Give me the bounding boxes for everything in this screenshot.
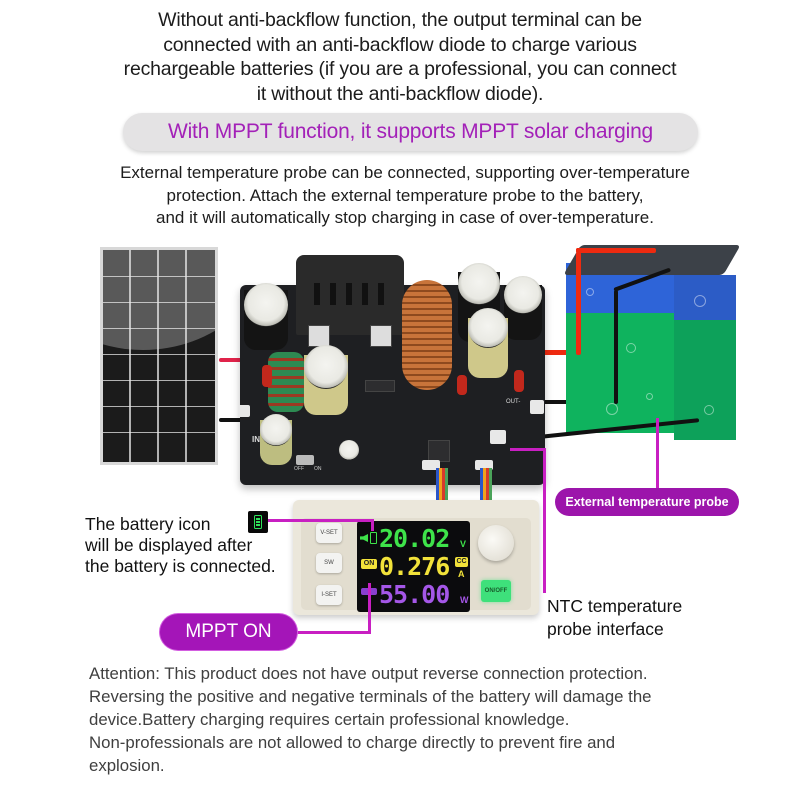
toroid-inductor xyxy=(268,352,304,412)
ribbon-cable xyxy=(480,468,492,508)
mppt-banner: With MPPT function, it supports MPPT sol… xyxy=(123,113,698,151)
mppt-callout-line xyxy=(297,631,371,634)
capacitor xyxy=(504,276,542,314)
ntc-callout-line xyxy=(543,448,546,593)
power-switch xyxy=(296,455,314,465)
microcontroller-chip xyxy=(428,440,450,462)
backflow-line: connected with an anti-backflow diode to… xyxy=(163,33,637,56)
mppt-callout-line xyxy=(368,583,371,633)
backflow-description: Without anti-backflow function, the outp… xyxy=(60,8,740,106)
capacitor xyxy=(260,414,292,446)
power-unit: W xyxy=(460,595,469,605)
panel-grid-line xyxy=(103,354,215,355)
battery-icon-callout-line xyxy=(268,519,372,522)
output-label: OUT- xyxy=(506,399,521,405)
power-row: 55.00 W xyxy=(357,581,470,609)
probe-description: External temperature probe can be connec… xyxy=(60,162,750,230)
v-set-button[interactable]: V-SET xyxy=(316,523,342,543)
probe-callout-line xyxy=(656,418,659,490)
current-value: 0.276 xyxy=(379,552,450,581)
positive-output-wire xyxy=(576,248,656,253)
backflow-line: Without anti-backflow function, the outp… xyxy=(158,9,642,31)
panel-grid-line xyxy=(185,250,187,462)
panel-grid-line xyxy=(103,380,215,381)
inductor-coil xyxy=(402,280,452,390)
voltage-unit: V xyxy=(460,539,467,549)
switch-on-label: ON xyxy=(314,466,322,472)
negative-output-wire xyxy=(614,290,618,404)
output-terminal xyxy=(530,400,544,414)
ribbon-connector xyxy=(422,460,440,470)
panel-grid-line xyxy=(103,432,215,433)
panel-grid-line xyxy=(103,302,215,303)
switch-off-label: OFF xyxy=(294,466,304,472)
input-label: IN xyxy=(252,435,260,444)
capacitor xyxy=(244,283,288,327)
lcd-display: 20.02 V ON 0.276 CC A 55.00 W xyxy=(357,521,470,612)
attention-warning: Attention: This product does not have ou… xyxy=(89,664,652,775)
backflow-line: rechargeable batteries (if you are a pro… xyxy=(123,58,677,80)
ntc-interface-label: NTC temperature probe interface xyxy=(547,596,683,639)
sw-button[interactable]: SW xyxy=(316,553,342,573)
battery-connected-icon xyxy=(370,532,377,544)
battery-icon-note: The battery icon will be displayed after… xyxy=(85,514,276,576)
panel-grid-line xyxy=(157,250,159,462)
cc-mode-badge: CC xyxy=(455,557,468,567)
mppt-on-label: MPPT ON xyxy=(160,614,297,650)
i-set-button[interactable]: I-SET xyxy=(316,585,342,605)
ribbon-connector xyxy=(475,460,493,470)
on-off-button[interactable]: ON/OFF xyxy=(481,580,511,602)
capacitor xyxy=(458,263,500,305)
mosfet xyxy=(370,325,392,347)
ntc-connector xyxy=(490,430,506,444)
panel-grid-line xyxy=(103,328,215,329)
panel-sheen xyxy=(103,250,215,350)
probe-line: protection. Attach the external temperat… xyxy=(166,185,644,205)
positive-output-wire xyxy=(540,350,580,355)
panel-grid-line xyxy=(129,250,131,462)
battery-side-face xyxy=(674,275,736,440)
input-terminal xyxy=(238,405,250,417)
capacitor xyxy=(304,345,348,389)
ntc-callout-line xyxy=(510,448,546,451)
voltage-row: 20.02 V xyxy=(357,525,470,553)
mosfet xyxy=(308,325,330,347)
panel-grid-line xyxy=(103,406,215,407)
speaker-icon xyxy=(360,534,368,542)
heatsink xyxy=(296,255,404,335)
adjustment-knob[interactable] xyxy=(478,525,514,561)
current-row: ON 0.276 CC A xyxy=(357,553,470,581)
capacitor xyxy=(339,440,359,460)
panel-grid-line xyxy=(103,276,215,277)
power-value: 55.00 xyxy=(379,580,450,609)
probe-line: External temperature probe can be connec… xyxy=(120,163,690,182)
voltage-value: 20.02 xyxy=(379,524,450,553)
capacitor xyxy=(468,308,508,348)
current-unit: A xyxy=(458,569,465,579)
backflow-line: it without the anti-backflow diode). xyxy=(256,82,544,105)
external-probe-label: External temperature probe xyxy=(555,488,739,516)
positive-output-wire xyxy=(576,252,581,355)
battery-icon xyxy=(248,511,268,533)
output-status-badge: ON xyxy=(361,559,377,569)
positive-input-wire xyxy=(219,358,259,362)
battery-icon-callout-line xyxy=(371,519,374,531)
ribbon-cable xyxy=(436,468,448,508)
probe-line: and it will automatically stop charging … xyxy=(156,208,654,227)
solar-panel-image xyxy=(100,247,218,465)
